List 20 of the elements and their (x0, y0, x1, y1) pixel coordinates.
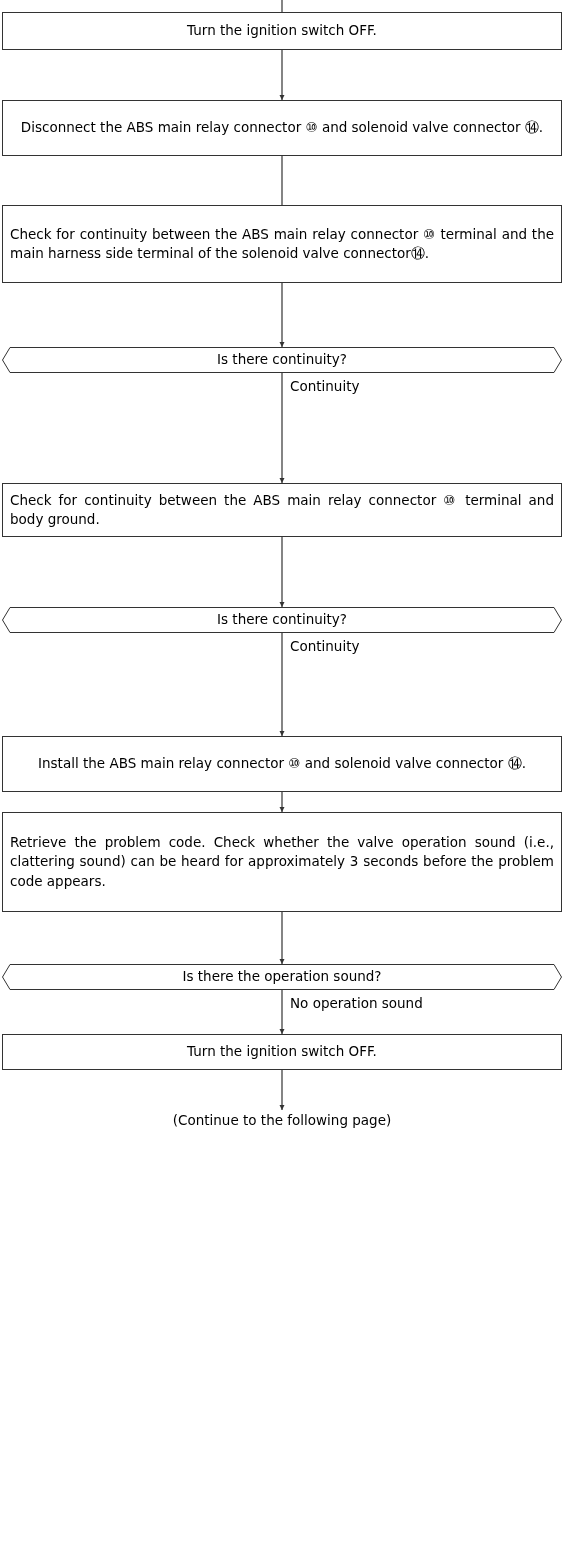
arrow (279, 372, 285, 484)
process-box: Install the ABS main relay connector ⑩ and solenoid valve connector ⑭. (2, 736, 562, 792)
arrow (279, 49, 285, 101)
process-box: Disconnect the ABS main relay connector ⑩ and solenoid valve connector ⑭. (2, 100, 562, 156)
process-box: Retrieve the problem code. Check whether the valve operation sound (i.e., clattering sound) can be heard for approximately 3 seconds before the problem code appears. (2, 812, 562, 912)
arrow (279, 1069, 285, 1111)
arrow (279, 989, 285, 1035)
process-box: Turn the ignition switch OFF. (2, 1034, 562, 1070)
arrow (279, 791, 285, 813)
edge-label: No operation sound (288, 994, 425, 1014)
process-box: Check for continuity between the ABS main relay connector ⑩ terminal and body ground. (2, 483, 562, 537)
edge-label: Continuity (288, 637, 362, 657)
arrow (279, 282, 285, 348)
continuation-note: (Continue to the following page) (132, 1110, 432, 1132)
process-box: Check for continuity between the ABS main relay connector ⑩ terminal and the main harness side terminal of the solenoid valve connector⑭. (2, 205, 562, 283)
process-box: Turn the ignition switch OFF. (2, 12, 562, 50)
edge-label: Continuity (288, 377, 362, 397)
arrow (279, 632, 285, 737)
arrow (279, 536, 285, 608)
arrow (279, 911, 285, 965)
